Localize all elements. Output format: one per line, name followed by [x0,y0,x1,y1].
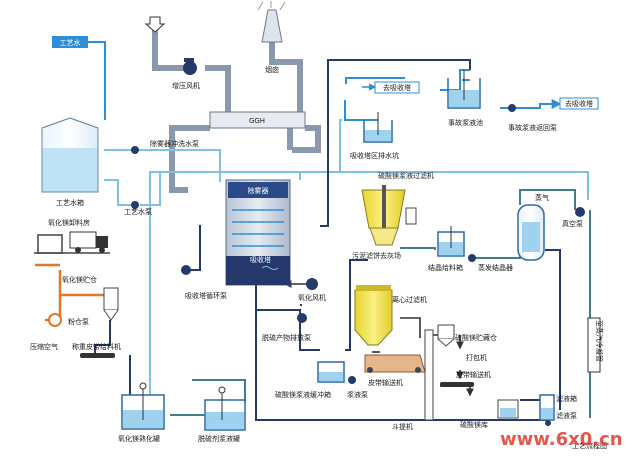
absorbent-tank-label: 脱硫剂浆液罐 [198,434,240,443]
evap-crystal-label: 蒸发结晶器 [478,263,513,272]
process-water-tank-label: 工艺水箱 [56,198,84,207]
process-water-label: 工艺水 [60,38,81,47]
mg-silo-label: 氧化镁贮仓 [62,275,97,284]
oxidation-fan-label: 氧化风机 [298,293,326,302]
absorber-pump: 吸收塔循环泵 [181,265,227,300]
accident-pump-label: 事故浆液返回泵 [508,123,557,132]
process-water-pump: 工艺水泵 [124,201,152,216]
compressed-air: 压缩空气 [30,342,58,351]
buffer-tank-label: 硫酸镁浆液缓冲箱 [275,390,331,399]
bucket-elevator: 斗提机 [392,329,434,431]
accident-pool: 事故浆液池 [447,70,483,127]
mg-unloading: 氧化镁卸料房 [34,218,110,254]
belt-conveyor-1: 皮带输送机 [364,354,426,387]
water-pipes [88,41,589,401]
bucket-elevator-label: 斗提机 [392,422,413,431]
belt-conveyor2-label: 皮带输送机 [456,370,491,379]
vacuum-pump-label: 真空泵 [562,219,583,228]
filter-press: 硫酸镁浆液过滤机 污泥滤饼去灰场 [352,171,434,260]
mgso4-silo: 硫酸镁贮藏仓 [437,324,497,347]
absorber-drain-pit: 吸收塔区排水坑 [350,112,399,160]
absorber-pump-label: 吸收塔循环泵 [185,291,227,300]
filtrate-tank: 滤液箱 滤液泵 [539,394,577,426]
steam-outlet: 至蒸汽冷凝管 [587,317,604,373]
footer: 工艺流程图 www.6x0.cn [500,429,623,450]
weigh-belt: 称重皮带给料机 [72,342,121,358]
booster-fan: 增压风机 [172,58,200,90]
centrifuge-label: 离心过滤机 [392,295,427,304]
flue-gas-ducts [152,30,321,193]
absorbent-tank: 脱硫剂浆液罐 [198,386,246,443]
booster-fan-label: 增压风机 [172,81,200,90]
inlet-arrow [144,16,166,33]
accident-pool-label: 事故浆液池 [448,118,483,127]
belt-conveyor1-label: 皮带输送机 [368,378,403,387]
process-flow-label: 工艺流程图 [572,441,607,450]
buffer-tank: 硫酸镁浆液缓冲箱 浆液泵 [275,361,368,399]
demister-label: 除雾器 [248,186,269,195]
powder-pump-label: 粉仓泵 [68,317,89,326]
to-absorber-1: 去吸收塔 [362,81,420,94]
absorber-drain-label: 吸收塔区排水坑 [350,151,399,160]
ggh: GGH [209,111,306,129]
crystal-feed-label: 结晶给料箱 [428,263,463,272]
weigh-belt-label: 称重皮带给料机 [72,342,121,351]
mg-unload-label: 氧化镁卸料房 [48,218,90,227]
compressed-air-label: 压缩空气 [30,342,58,351]
demister-pump-label: 除雾器冲洗水泵 [150,139,199,148]
belt-conveyor-2: 皮带输送机 [440,370,491,387]
packing-label: 打包机 [466,353,487,362]
slurry-pump-label: 浆液泵 [347,390,368,399]
mgso4-store-label: 硫酸镁库 [460,420,488,429]
chimney: 烟囱 [257,1,286,74]
slurry-pipes [170,59,591,421]
to-absorber-2: 去吸收塔 [559,97,599,110]
filter-tank-label: 滤液箱 [556,394,577,403]
byproduct-pump-label: 脱硫产物排放泵 [262,333,311,342]
mg-maturation-tank: 氧化镁熟化罐 [118,382,165,443]
to-absorber2-label: 去吸收塔 [565,99,593,108]
demister-pump: 除雾器冲洗水泵 [131,139,199,154]
absorber-label: 吸收塔 [250,255,271,264]
mgso4-silo-label: 硫酸镁贮藏仓 [455,333,497,342]
mg-silo: 氧化镁贮仓 [62,275,119,321]
steam-label: 蒸气 [535,193,549,202]
vacuum-pump: 真空泵 [562,207,585,228]
mg-tank-label: 氧化镁熟化罐 [118,434,160,443]
filter-press-label: 硫酸镁浆液过滤机 [378,171,434,180]
packing-machine: 打包机 [466,353,487,362]
powder-pump: 粉仓泵 [48,313,89,327]
to-absorber1-label: 去吸收塔 [383,83,411,92]
mud-cake-label: 污泥滤饼去灰场 [352,251,401,260]
watermark: www.6x0.cn [500,429,623,450]
accident-pump: 事故浆液返回泵 [508,104,557,132]
mgso4-store: 硫酸镁库 [460,399,519,429]
oxidation-fan: 氧化风机 [298,278,326,302]
absorber-tower: 除雾器 吸收塔 [225,179,291,286]
process-water-tank: 工艺水箱 [41,117,99,207]
ggh-label: GGH [249,117,265,125]
centrifuge: 离心过滤机 [354,285,427,346]
process-water-inlet: 工艺水 [52,36,88,48]
byproduct-pump: 脱硫产物排放泵 [262,313,311,342]
chimney-label: 烟囱 [265,65,279,74]
mg-feed-pipes [35,263,131,395]
process-water-pump-label: 工艺水泵 [124,207,152,216]
crystal-feed-tank: 结晶给料箱 [428,226,476,272]
evaporation-crystallizer: 蒸发结晶器 蒸气 [478,193,549,272]
dry-outlet-label: 至蒸汽冷凝管 [595,320,604,362]
filter-pump-label: 滤液泵 [556,411,577,420]
